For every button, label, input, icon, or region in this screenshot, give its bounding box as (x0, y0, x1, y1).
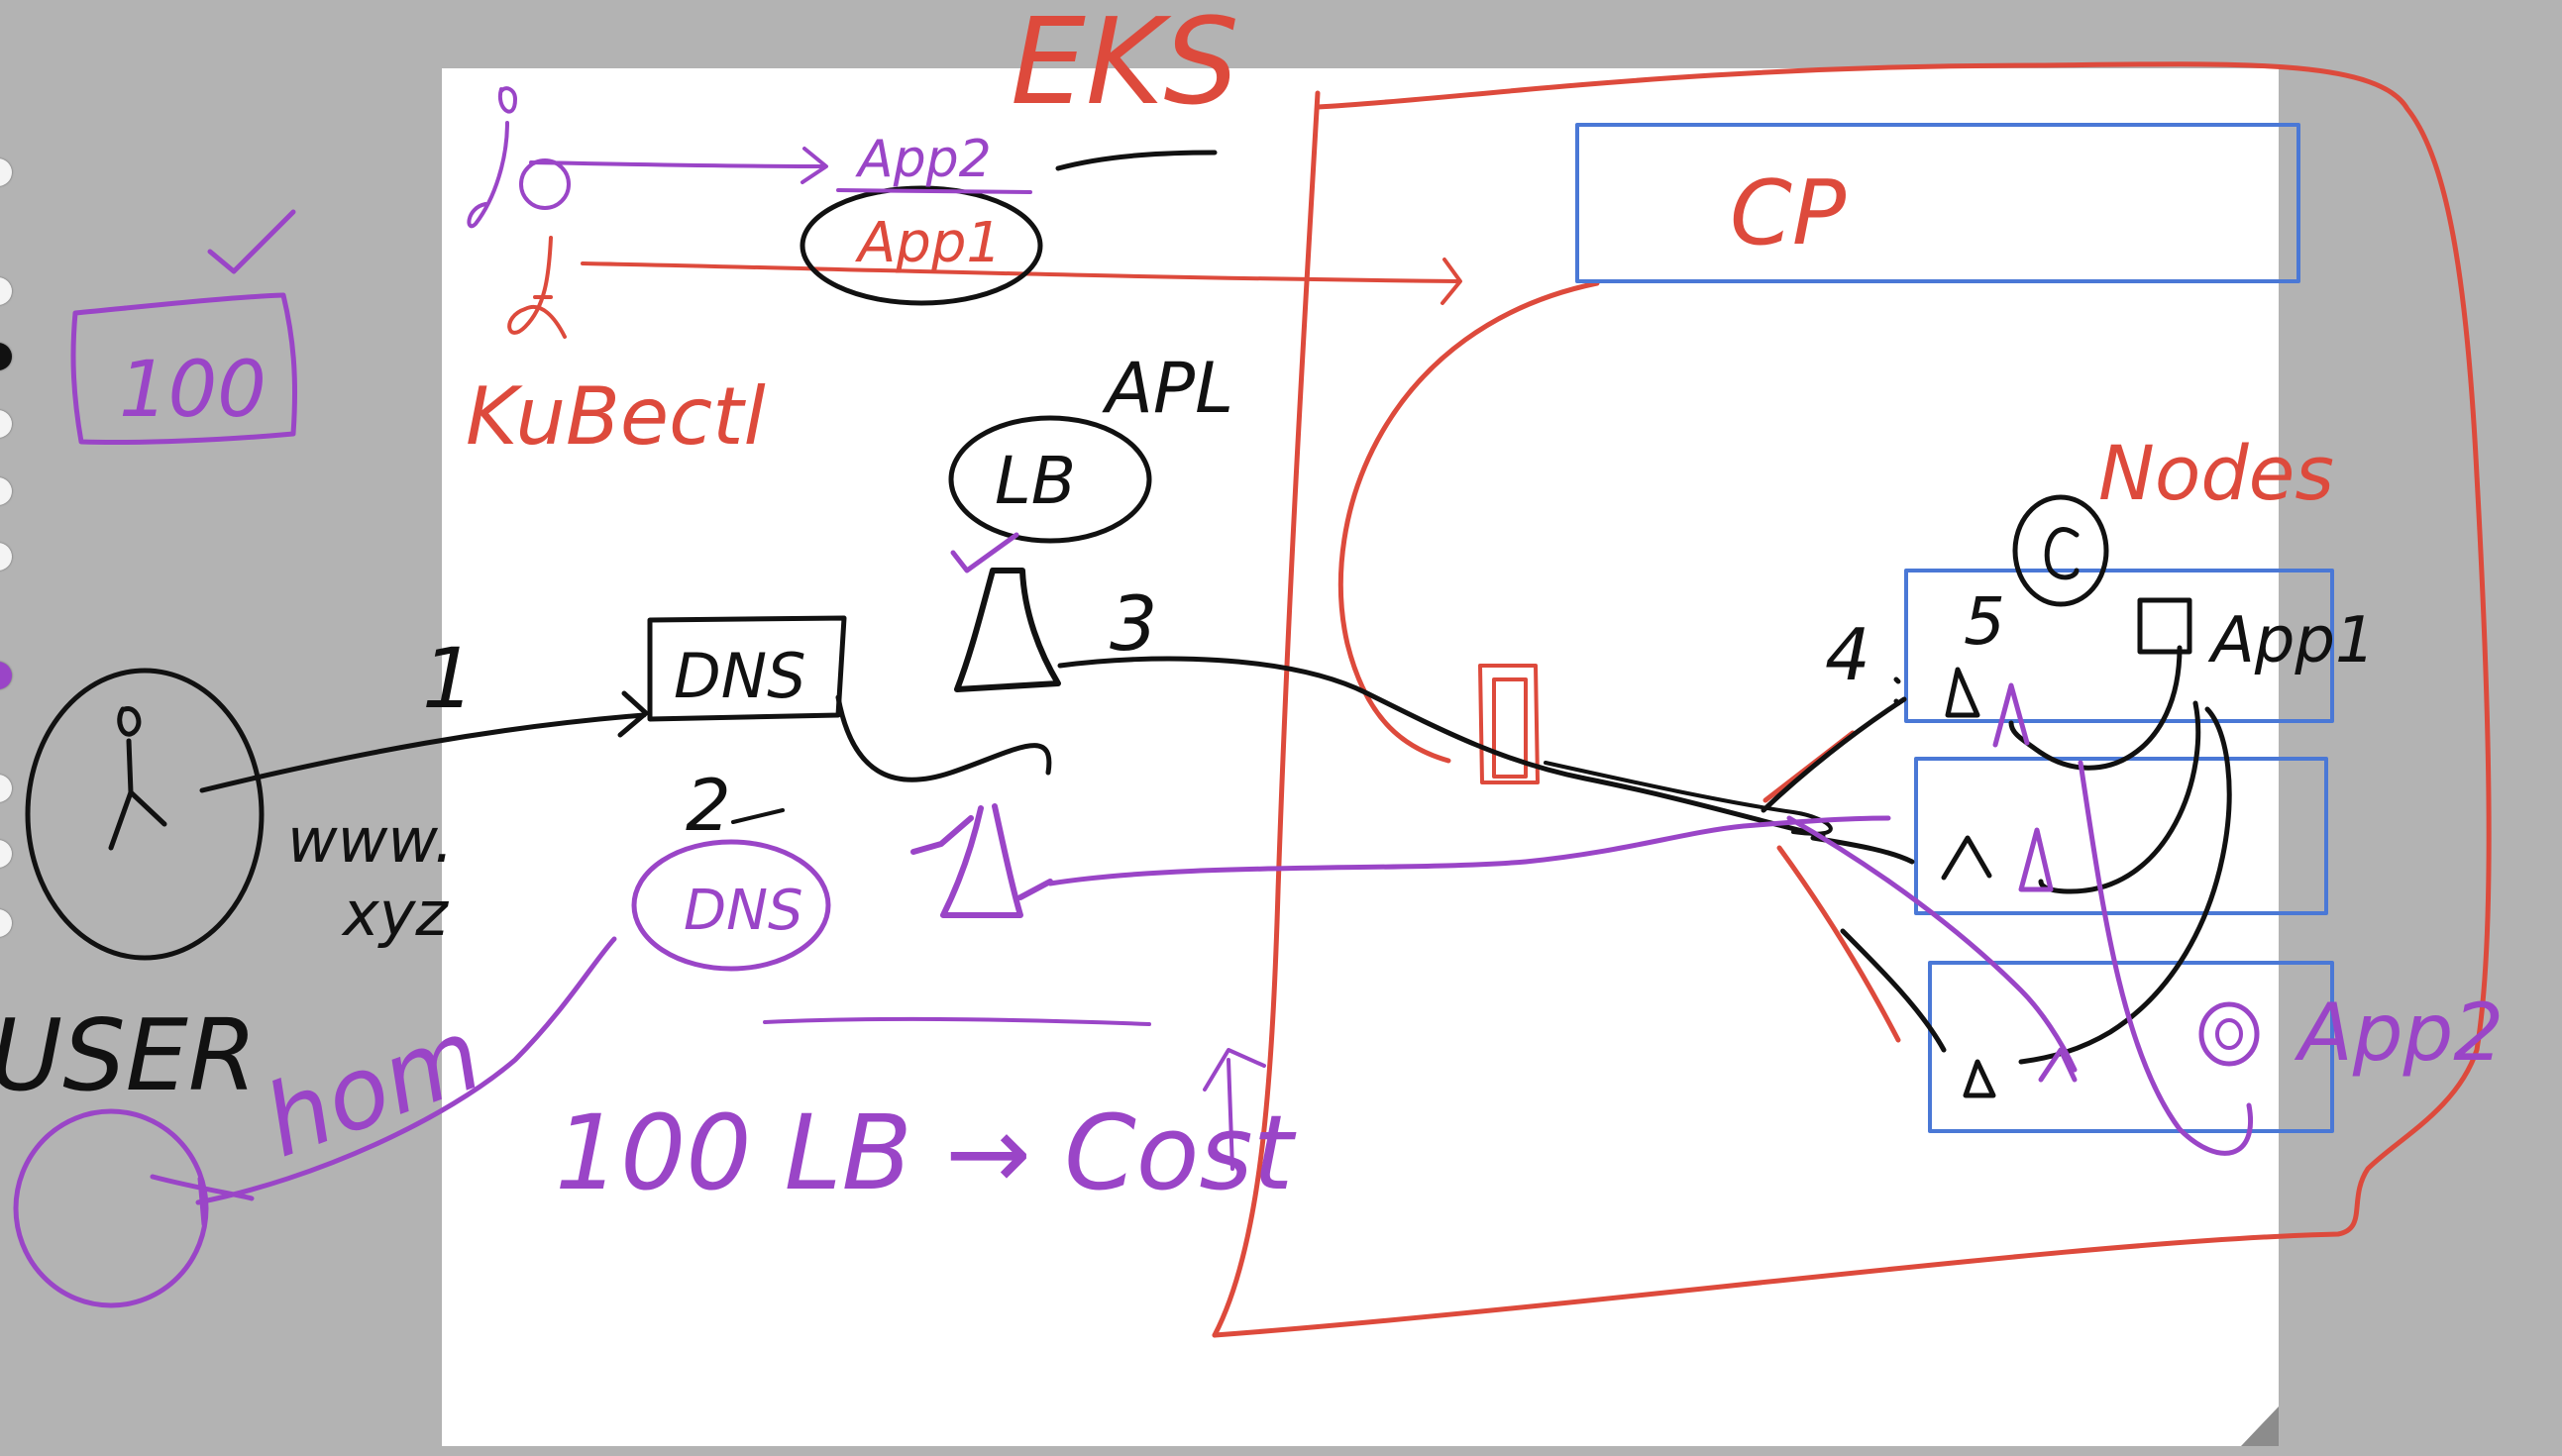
www-label: www. (287, 804, 454, 877)
app2-circle-icon (2198, 1001, 2260, 1067)
app2-user-figure (467, 86, 517, 229)
eks-label: EKS (1011, 0, 1239, 132)
tool-dot-7[interactable] (0, 840, 12, 868)
app2-underline (836, 188, 1032, 194)
dns-to-lb-curve (835, 694, 1052, 782)
app1-connection-curve-2 (2038, 700, 2201, 894)
app2-user-arrow (529, 147, 828, 184)
lb-marker-rect (1478, 664, 1540, 784)
cp-label: CP (1730, 161, 1847, 265)
top-black-dash (1055, 150, 1218, 171)
dns-box (647, 615, 847, 722)
user-circle (25, 668, 265, 961)
tool-dot-4[interactable] (0, 477, 12, 505)
tool-dot-5[interactable] (0, 543, 12, 571)
lb-triangle (954, 568, 1061, 692)
apl-label: APL (1102, 348, 1233, 429)
hom-connector (150, 936, 617, 1227)
node-to-lb-purple-line (1047, 815, 1891, 886)
hom-circle (13, 1108, 209, 1308)
user-figure-icon (108, 706, 167, 851)
app2-top-label: App2 (855, 130, 992, 189)
step1-label: 1 (422, 630, 475, 727)
xyz-label: xyz (341, 878, 449, 950)
dns-label: DNS (674, 640, 805, 712)
cost-line-label: 100 LB → Cost (555, 1092, 1297, 1213)
node1-purple-triangle (1992, 682, 2030, 748)
app2-circle-inner (2215, 1018, 2243, 1050)
eks-cluster-left-edge (1212, 90, 1321, 1338)
app1-square-icon (2137, 597, 2192, 655)
cost-up-arrow (1203, 1048, 1266, 1171)
kubectl-arrow (581, 258, 1462, 305)
app1-top-ellipse (800, 185, 1043, 306)
app2-purple-curve (2078, 760, 2253, 1156)
page-corner (2241, 1406, 2279, 1446)
lb-to-nodes-line-2 (1544, 761, 1833, 836)
eks-cluster-boundary (1212, 61, 2492, 1338)
lb-purple-triangle (910, 803, 1053, 918)
tool-dot-8[interactable] (0, 909, 12, 937)
node-box-1 (1904, 569, 2334, 723)
node3-purple-triangle (2038, 1047, 2078, 1083)
step4-dots (1893, 676, 1901, 706)
purple-diagonal-to-node3 (1786, 815, 2078, 1073)
app2-node-label: App2 (2294, 987, 2504, 1079)
hom-label: hom (250, 995, 496, 1180)
app1-connection-curve-1 (2008, 645, 2183, 771)
step3-label: 3 (1110, 579, 1157, 668)
kubectl-user-figure (507, 236, 567, 339)
hundred-checkmark (207, 209, 296, 274)
cost-overline (763, 1016, 1151, 1026)
nodes-cluster-circle (2012, 494, 2109, 607)
hundred-label: 100 (119, 346, 267, 435)
nodes-c-glyph (2044, 527, 2080, 580)
tool-dot-6[interactable] (0, 775, 12, 802)
lb-checkmark (950, 532, 1019, 573)
step4-label: 4 (1825, 613, 1870, 696)
kubectl-label: KuBectl (466, 370, 766, 463)
app1-top-label: App1 (855, 211, 1002, 275)
lb-to-nodes-line (1057, 656, 1826, 839)
node1-pod-triangle (1945, 667, 1980, 718)
user-label: USER (0, 997, 257, 1113)
node2-purple-triangle (2018, 827, 2054, 892)
node-box-3 (1928, 961, 2334, 1133)
step2-label: 2 (686, 764, 731, 847)
red-traffic-line-lower (1776, 845, 1901, 1043)
app1-node-label: App1 (2207, 604, 2376, 677)
app2-user-head (519, 158, 571, 210)
step5-label: 5 (1964, 583, 2005, 660)
node-link-3 (1840, 928, 1947, 1053)
lb-ellipse (948, 415, 1152, 544)
control-plane-link-curve (1338, 280, 1600, 764)
node3-pod-triangle (1963, 1059, 1996, 1098)
dns-purple-ellipse (631, 839, 831, 972)
lb-label: LB (995, 443, 1076, 519)
tool-dot-3[interactable] (0, 410, 12, 438)
node-link-1 (1761, 696, 1907, 813)
user-to-dns-arrow (199, 690, 649, 793)
control-plane-box (1575, 123, 2300, 283)
dns-purple-label: DNS (684, 879, 803, 943)
tool-dot-purple[interactable] (0, 662, 12, 689)
tool-dot-2[interactable] (0, 277, 12, 305)
hundred-box (70, 292, 298, 446)
node2-pod-triangle (1941, 835, 1992, 881)
node-box-2 (1914, 757, 2328, 915)
tool-dot-black[interactable] (0, 343, 12, 370)
step2-dash (731, 808, 785, 824)
tool-dot-1[interactable] (0, 158, 12, 186)
nodes-label: Nodes (2098, 429, 2334, 517)
